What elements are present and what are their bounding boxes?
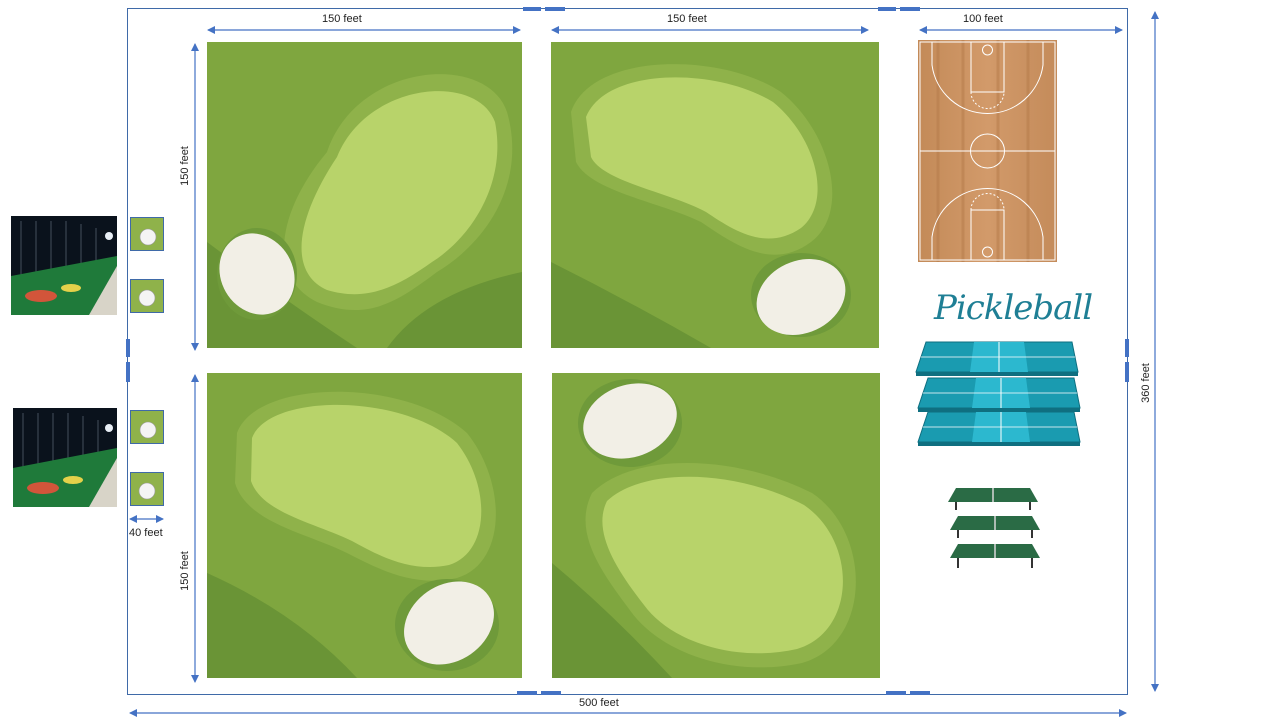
door-marker-bottom-2 xyxy=(541,691,561,695)
door-marker-left-2 xyxy=(126,362,130,382)
label-upper-height: 150 feet xyxy=(179,146,191,186)
ping-pong-table-1 xyxy=(948,488,1038,510)
door-marker-top-1 xyxy=(523,7,541,11)
label-total-width: 500 feet xyxy=(579,697,619,709)
label-lower-height: 150 feet xyxy=(179,551,191,591)
door-marker-top-4 xyxy=(900,7,920,11)
golf-green-top-right xyxy=(551,42,879,348)
ping-pong-tables-image xyxy=(946,486,1040,582)
golf-green-top-left xyxy=(207,42,522,348)
ping-pong-table-2 xyxy=(950,516,1040,538)
door-marker-right-1 xyxy=(1125,339,1129,357)
pickleball-title: Pickleball xyxy=(934,288,1093,328)
door-marker-right-2 xyxy=(1125,362,1129,382)
pickleball-court-1 xyxy=(915,341,1079,376)
hitting-bay-1 xyxy=(130,217,164,251)
hitting-bay-4 xyxy=(130,472,164,506)
door-marker-top-3 xyxy=(878,7,896,11)
door-marker-bottom-4 xyxy=(910,691,930,695)
door-marker-top-2 xyxy=(545,7,565,11)
golf-ball-icon xyxy=(139,228,157,246)
pickleball-court-2 xyxy=(917,377,1081,412)
door-marker-left-1 xyxy=(126,339,130,357)
golf-ball-icon xyxy=(138,482,156,500)
pickleball-courts-image: Pickleball xyxy=(914,288,1093,448)
label-total-height: 360 feet xyxy=(1140,363,1152,403)
ping-pong-table-3 xyxy=(950,544,1040,568)
golf-ball-icon xyxy=(139,421,157,439)
label-top-left-width: 150 feet xyxy=(322,13,362,25)
pickleball-court-3 xyxy=(917,411,1081,446)
golf-green-bottom-right xyxy=(552,373,880,678)
basketball-court-image xyxy=(918,40,1057,262)
hitting-bay-2 xyxy=(130,279,164,313)
golf-ball-icon xyxy=(138,289,156,307)
door-marker-bottom-3 xyxy=(886,691,906,695)
driving-range-image-top xyxy=(11,216,117,315)
driving-range-image-bottom xyxy=(13,408,117,507)
hitting-bay-3 xyxy=(130,410,164,444)
label-bay-depth: 40 feet xyxy=(129,527,163,539)
label-court-width: 100 feet xyxy=(963,13,1003,25)
label-top-right-width: 150 feet xyxy=(667,13,707,25)
door-marker-bottom-1 xyxy=(517,691,537,695)
golf-green-bottom-left xyxy=(207,373,522,678)
